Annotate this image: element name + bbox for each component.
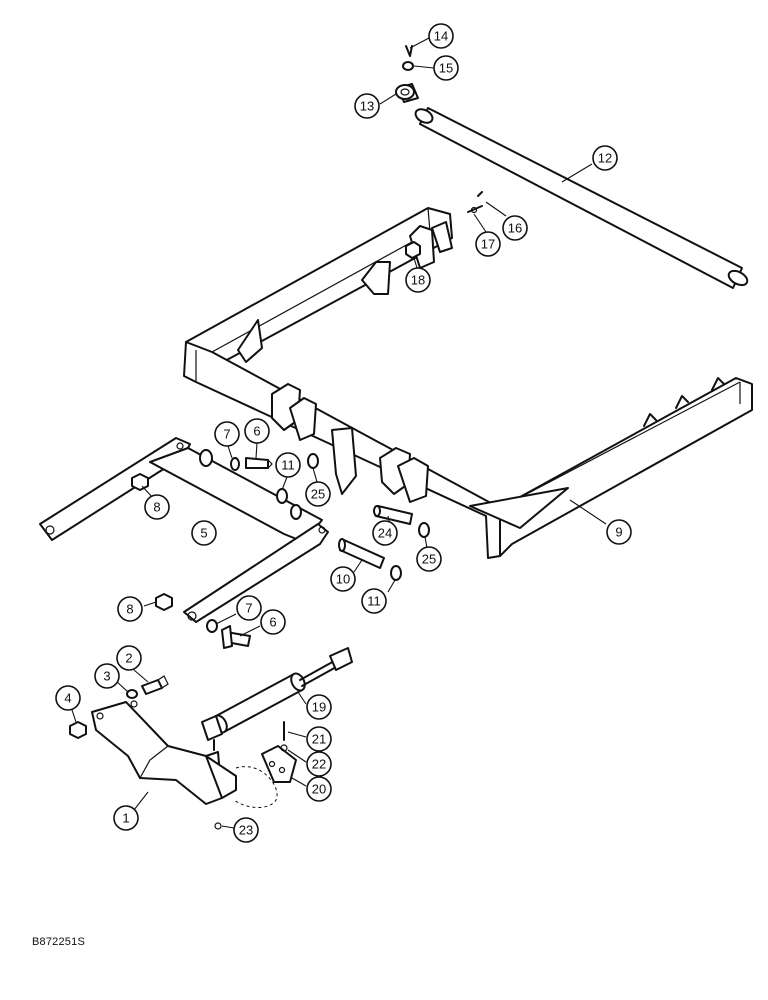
callout-25-lower: 25: [416, 546, 442, 572]
callout-7-upper-label: 7: [223, 427, 230, 442]
callout-17-label: 17: [481, 237, 495, 252]
callout-25-upper-label: 25: [311, 487, 325, 502]
callout-11-upper: 11: [275, 452, 301, 478]
nut-8b-part: [155, 593, 173, 611]
callout-21: 21: [306, 726, 332, 752]
callout-22-label: 22: [312, 757, 326, 772]
callout-16: 16: [502, 215, 528, 241]
washer-7b-part: [206, 619, 218, 633]
pin-24-part: [373, 505, 413, 525]
callout-23: 23: [233, 817, 259, 843]
callout-14: 14: [428, 23, 454, 49]
callout-18-label: 18: [411, 273, 425, 288]
nut-23-part: [214, 822, 222, 830]
callout-2: 2: [116, 645, 142, 671]
callout-19: 19: [306, 694, 332, 720]
pin-16-part: [477, 191, 483, 197]
callout-1-label: 1: [122, 811, 129, 826]
callout-11-lower-label: 11: [367, 594, 381, 609]
callout-5-label: 5: [200, 526, 207, 541]
callout-20: 20: [306, 776, 332, 802]
callout-2-label: 2: [125, 651, 132, 666]
callout-24: 24: [372, 520, 398, 546]
bolt-2-part: [141, 675, 169, 695]
callout-17: 17: [475, 231, 501, 257]
callout-14-label: 14: [434, 29, 448, 44]
pin-10-part: [338, 538, 385, 569]
callout-8-upper: 8: [144, 494, 170, 520]
callout-1: 1: [113, 805, 139, 831]
callout-21-label: 21: [312, 732, 326, 747]
callout-10-label: 10: [336, 572, 350, 587]
washer-3-part: [126, 689, 138, 699]
rod-part: [414, 107, 749, 289]
callout-8-lower-label: 8: [126, 602, 133, 617]
callout-6-lower: 6: [260, 609, 286, 635]
callout-6-upper-label: 6: [253, 424, 260, 439]
washer-part: [402, 61, 414, 71]
callout-10: 10: [330, 566, 356, 592]
nut-4-part: [69, 721, 87, 739]
callout-7-lower-label: 7: [245, 601, 252, 616]
callout-20-label: 20: [312, 782, 326, 797]
reference-code: B872251S: [32, 936, 85, 948]
bushing-part: [395, 83, 419, 103]
callout-11-lower: 11: [361, 588, 387, 614]
callout-22: 22: [306, 751, 332, 777]
callout-6-lower-label: 6: [269, 615, 276, 630]
callout-16-label: 16: [508, 221, 522, 236]
callout-6-upper: 6: [244, 418, 270, 444]
callout-9: 9: [606, 519, 632, 545]
valve-block-part: [261, 745, 297, 783]
callout-8-lower: 8: [117, 596, 143, 622]
callout-5: 5: [191, 520, 217, 546]
swing-frame-part: [39, 437, 329, 623]
callout-3-label: 3: [103, 669, 110, 684]
callout-25-lower-label: 25: [422, 552, 436, 567]
callout-7-upper: 7: [214, 421, 240, 447]
hitch-pin-17-part: [467, 205, 483, 214]
callout-11-upper-label: 11: [281, 458, 295, 473]
callout-13: 13: [354, 93, 380, 119]
washer-7a-part: [230, 457, 240, 471]
bolt-6a-part: [245, 457, 273, 469]
callout-15: 15: [433, 55, 459, 81]
snap-ring-11b-part: [390, 565, 402, 581]
callout-24-label: 24: [378, 526, 392, 541]
callout-25-upper: 25: [305, 481, 331, 507]
hydraulic-cylinder-part: [201, 647, 353, 751]
callout-8-upper-label: 8: [153, 500, 160, 515]
nut-8a-part: [131, 473, 149, 491]
main-frame-part: [183, 207, 753, 559]
callout-3: 3: [94, 663, 120, 689]
callout-12-label: 12: [598, 151, 612, 166]
callout-15-label: 15: [439, 61, 453, 76]
callout-23-label: 23: [239, 823, 253, 838]
callout-13-label: 13: [360, 99, 374, 114]
snap-ring-25b-part: [418, 522, 430, 538]
hose-path: [233, 766, 278, 808]
callout-9-label: 9: [615, 525, 622, 540]
snap-ring-25a-part: [307, 453, 319, 469]
nut-18-part: [405, 241, 421, 259]
callout-19-label: 19: [312, 700, 326, 715]
fitting-22-part: [280, 744, 288, 752]
bolt-6b-part: [221, 625, 251, 649]
callout-18: 18: [405, 267, 431, 293]
callout-4: 4: [55, 685, 81, 711]
mount-bracket-part: [91, 700, 237, 805]
callout-7-lower: 7: [236, 595, 262, 621]
callout-4-label: 4: [64, 691, 71, 706]
callout-12: 12: [592, 145, 618, 171]
